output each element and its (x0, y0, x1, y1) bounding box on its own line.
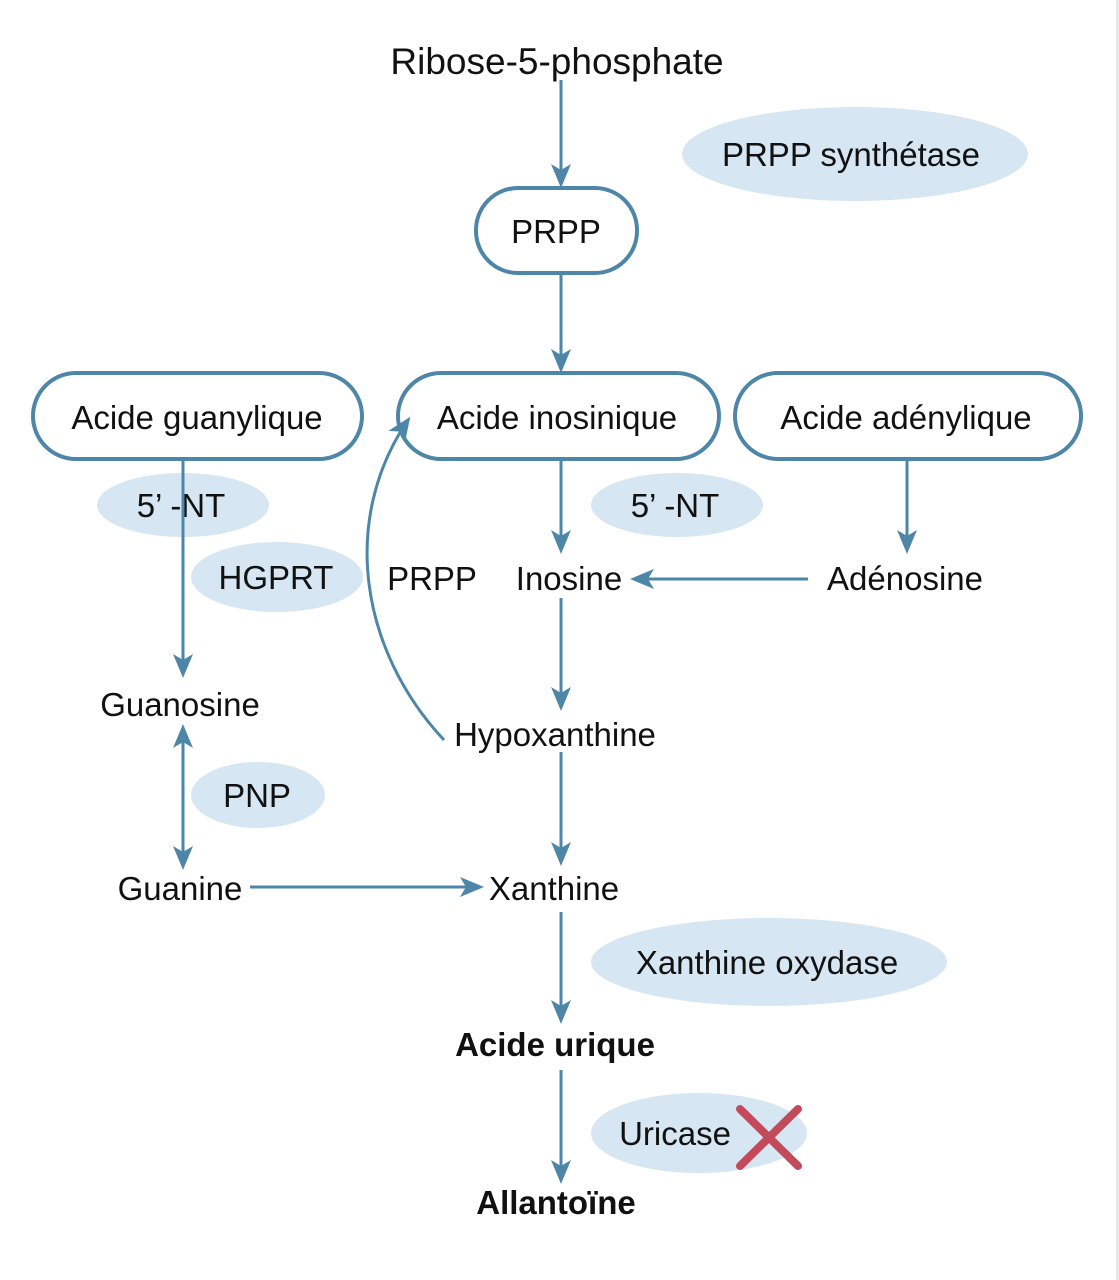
enzyme-label: PRPP synthétase (722, 136, 980, 173)
page-edge (1116, 0, 1119, 1280)
node-prpp: PRPP (474, 186, 639, 275)
enzyme-prpp-synthetase: PRPP synthétase (682, 107, 1028, 201)
enzyme-hgprt: HGPRT (191, 542, 363, 612)
enzyme-label: PNP (223, 777, 291, 814)
node-acide-adenylique: Acide adénylique (733, 371, 1083, 461)
arrow-hypoxanthine-salvage-to-inosinique (365, 416, 446, 742)
node-allantoine: Allantoïne (476, 1184, 636, 1221)
blocked-cross-icon (736, 1105, 802, 1170)
enzyme-5nt-right: 5’ -NT (591, 473, 763, 537)
node-ribose-5-phosphate: Ribose-5-phosphate (390, 41, 723, 82)
enzyme-label: HGPRT (219, 559, 334, 596)
node-label: Acide adénylique (780, 399, 1031, 436)
node-xanthine: Xanthine (489, 870, 619, 907)
enzyme-uricase: Uricase (591, 1093, 807, 1173)
node-hypoxanthine: Hypoxanthine (454, 716, 656, 753)
enzyme-label: Uricase (619, 1115, 731, 1152)
node-acide-urique: Acide urique (455, 1026, 655, 1063)
node-label: PRPP (511, 213, 601, 250)
enzyme-label: 5’ -NT (631, 487, 720, 524)
node-acide-inosinique: Acide inosinique (396, 371, 721, 461)
node-label: Acide guanylique (71, 399, 322, 436)
prpp-label: PRPP (387, 560, 477, 597)
node-adenosine: Adénosine (827, 560, 983, 597)
node-guanine: Guanine (118, 870, 243, 907)
node-inosine: Inosine (516, 560, 622, 597)
node-guanosine: Guanosine (100, 686, 260, 723)
enzyme-pnp: PNP (191, 762, 325, 828)
enzyme-xanthine-oxydase: Xanthine oxydase (591, 918, 947, 1006)
node-label: Acide inosinique (437, 399, 677, 436)
enzyme-label: Xanthine oxydase (636, 944, 898, 981)
enzyme-label: 5’ -NT (137, 487, 226, 524)
node-acide-guanylique: Acide guanylique (31, 371, 364, 461)
